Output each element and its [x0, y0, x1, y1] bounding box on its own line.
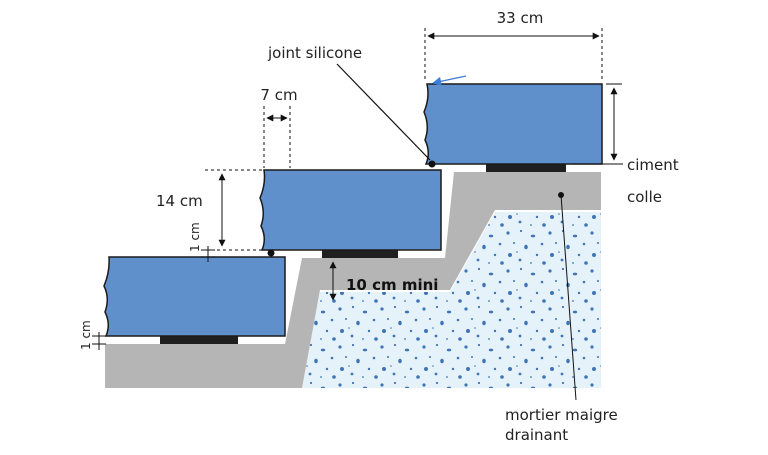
joint-silicone-label: joint silicone	[267, 44, 362, 62]
stone-step-1	[103, 256, 286, 337]
dim-33-label: 33 cm	[497, 9, 544, 27]
silicone-joint-dot-upper	[428, 160, 436, 168]
joint-silicone-leader	[336, 63, 431, 161]
cement-screed	[105, 172, 601, 388]
dim-1cm-lower-label: 1 cm	[79, 320, 93, 350]
adhesive-pad-step-3	[486, 164, 566, 172]
edge-arrow-icon	[432, 75, 467, 86]
mortar-leader	[560, 194, 577, 401]
drainage-mortar-dots	[225, 212, 601, 388]
silicone-joint-dot-lower	[267, 249, 275, 257]
adhesive-pad-step-2	[322, 250, 398, 258]
mortar-label-line2: drainant	[505, 426, 568, 444]
stone-step-2	[259, 169, 442, 251]
dim-7-label: 7 cm	[260, 86, 297, 104]
adhesive-pad-step-1	[160, 336, 238, 344]
dim-14-label: 14 cm	[156, 192, 203, 210]
dim-10cm-mini-label: 10 cm mini	[346, 276, 438, 294]
ciment-label: ciment	[627, 156, 679, 174]
dim-1cm-upper-label: 1 cm	[188, 222, 202, 252]
stone-step-3	[423, 83, 603, 165]
colle-label: colle	[627, 188, 662, 206]
mortar-label-line1: mortier maigre	[505, 406, 618, 424]
